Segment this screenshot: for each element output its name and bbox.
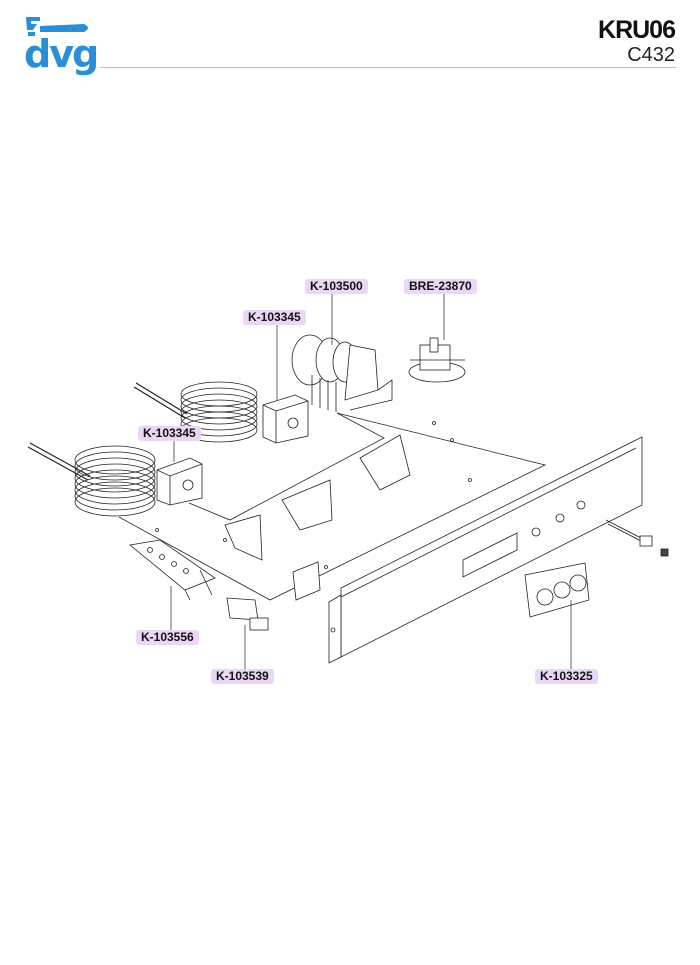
part-label-pressure-switch[interactable]: BRE-23870 — [404, 279, 477, 294]
model-title: KRU06 — [598, 16, 676, 44]
capillary-coil-lower — [27, 442, 156, 517]
micro-switch-part — [226, 597, 269, 631]
part-label-terminal-block[interactable]: K-103556 — [136, 630, 199, 645]
model-code: C432 — [627, 44, 675, 66]
dvg-logo-icon — [26, 17, 88, 36]
part-label-timer[interactable]: K-103500 — [305, 279, 368, 294]
capillary-coil-upper — [133, 381, 258, 443]
header-divider — [100, 67, 676, 68]
brand-logo-text: dvg — [24, 32, 99, 76]
front-panel — [328, 436, 643, 664]
terminal-block-part — [129, 539, 216, 601]
pressure-switch-part — [408, 337, 466, 383]
part-label-thermostat-lower[interactable]: K-103345 — [138, 426, 201, 441]
part-label-switch-panel[interactable]: K-103325 — [535, 669, 598, 684]
part-label-thermostat-upper[interactable]: K-103345 — [243, 310, 306, 325]
thermostat-lower-part — [156, 457, 203, 506]
leader-lines — [170, 294, 572, 669]
part-label-micro-switch[interactable]: K-103539 — [211, 669, 274, 684]
timer-part — [291, 334, 393, 412]
sensor-probe — [605, 519, 669, 557]
base-plate — [118, 412, 547, 601]
thermostat-upper-part — [262, 394, 309, 444]
display-window — [462, 532, 518, 578]
switch-panel-part — [524, 562, 590, 618]
